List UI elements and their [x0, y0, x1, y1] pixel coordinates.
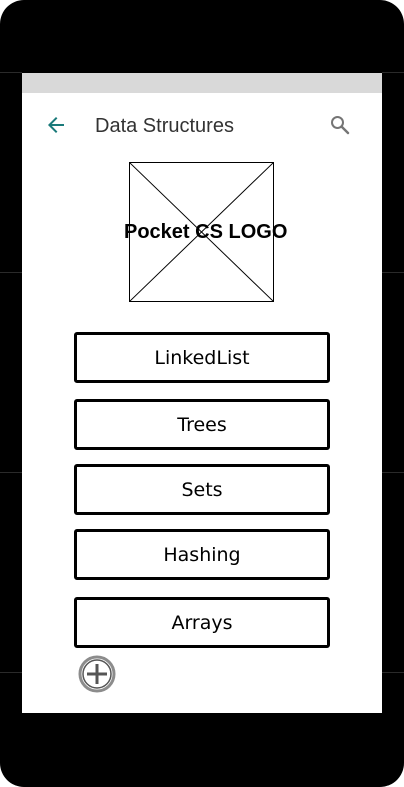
frame-divider	[0, 272, 22, 273]
placeholder-cross-icon	[130, 163, 273, 301]
frame-divider	[382, 672, 404, 673]
arrays-button[interactable]: Arrays	[74, 597, 330, 648]
linkedlist-button[interactable]: LinkedList	[74, 332, 330, 383]
status-bar	[22, 73, 382, 93]
trees-button[interactable]: Trees	[74, 399, 330, 450]
frame-divider	[382, 472, 404, 473]
back-button[interactable]	[44, 113, 68, 137]
search-button[interactable]	[328, 113, 352, 137]
logo-placeholder: Pocket CS LOGO	[124, 162, 287, 302]
logo-label: Pocket CS LOGO	[124, 221, 288, 243]
frame-divider	[0, 472, 22, 473]
search-icon	[331, 116, 350, 135]
add-circle-icon	[78, 655, 116, 693]
sets-button[interactable]: Sets	[74, 464, 330, 515]
frame-divider	[0, 72, 22, 73]
frame-divider	[382, 272, 404, 273]
arrow-left-icon	[48, 117, 64, 133]
frame-divider	[0, 672, 22, 673]
add-button[interactable]	[77, 654, 117, 694]
frame-divider	[382, 72, 404, 73]
page-title: Data Structures	[95, 115, 234, 137]
hashing-button[interactable]: Hashing	[74, 529, 330, 580]
app-screen: Data Structures Pocket CS LOGO LinkedLis…	[22, 93, 382, 713]
